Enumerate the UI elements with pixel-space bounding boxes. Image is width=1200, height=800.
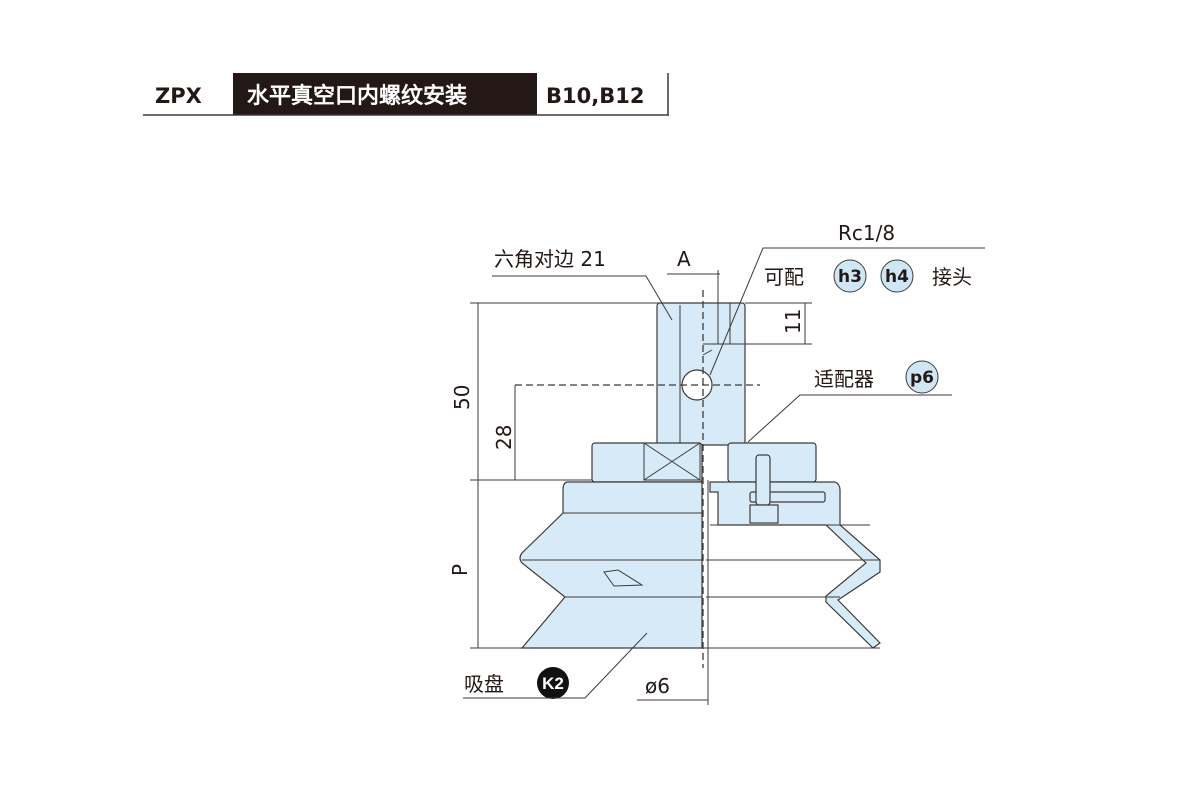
compatible-prefix: 可配 [764, 265, 804, 289]
screw [755, 454, 771, 506]
dim-50: 50 [450, 385, 474, 410]
pad-slot [603, 569, 644, 587]
dim-p: P [448, 564, 472, 576]
code-badge-k2 [537, 667, 569, 699]
compatible-suffix: 接头 [932, 265, 972, 289]
callouts: 六角对边 21 Rc1/8 可配 h3 h4 接头 适配器 p6 吸盘 K2 [463, 221, 985, 699]
code-badge-p6 [905, 360, 939, 394]
suction-pad-section [709, 481, 881, 649]
vacuum-pad-assembly [515, 290, 881, 668]
header-title: 水平真空口内螺纹安装 [247, 83, 467, 109]
code-h4: h4 [885, 267, 909, 287]
dim-a: A [677, 247, 691, 271]
code-k2: K2 [542, 674, 564, 693]
screw-head [749, 504, 779, 524]
port-callout: Rc1/8 [838, 221, 895, 245]
title-background [233, 73, 537, 115]
hex-block-left [591, 442, 703, 483]
hex-block-right [727, 442, 817, 483]
models-label: B10,B12 [546, 84, 644, 108]
dim-11: 11 [781, 309, 805, 334]
hex-callout: 六角对边 21 [494, 247, 606, 271]
adapter-callout: 适配器 [814, 367, 874, 391]
code-badge-h4 [880, 259, 914, 293]
dim-28: 28 [492, 425, 516, 450]
series-label: ZPX [155, 84, 202, 108]
code-h3: h3 [838, 267, 862, 287]
code-p6: p6 [910, 368, 934, 388]
suction-pad-left [519, 481, 703, 649]
code-badge-h3 [833, 259, 867, 293]
dim-hole-dia: ø6 [645, 674, 670, 698]
pad-callout: 吸盘 [464, 672, 504, 696]
header: ZPX 水平真空口内螺纹安装 B10,B12 [143, 73, 669, 116]
dimensions: 50 28 P 11 A ø6 [448, 247, 880, 705]
